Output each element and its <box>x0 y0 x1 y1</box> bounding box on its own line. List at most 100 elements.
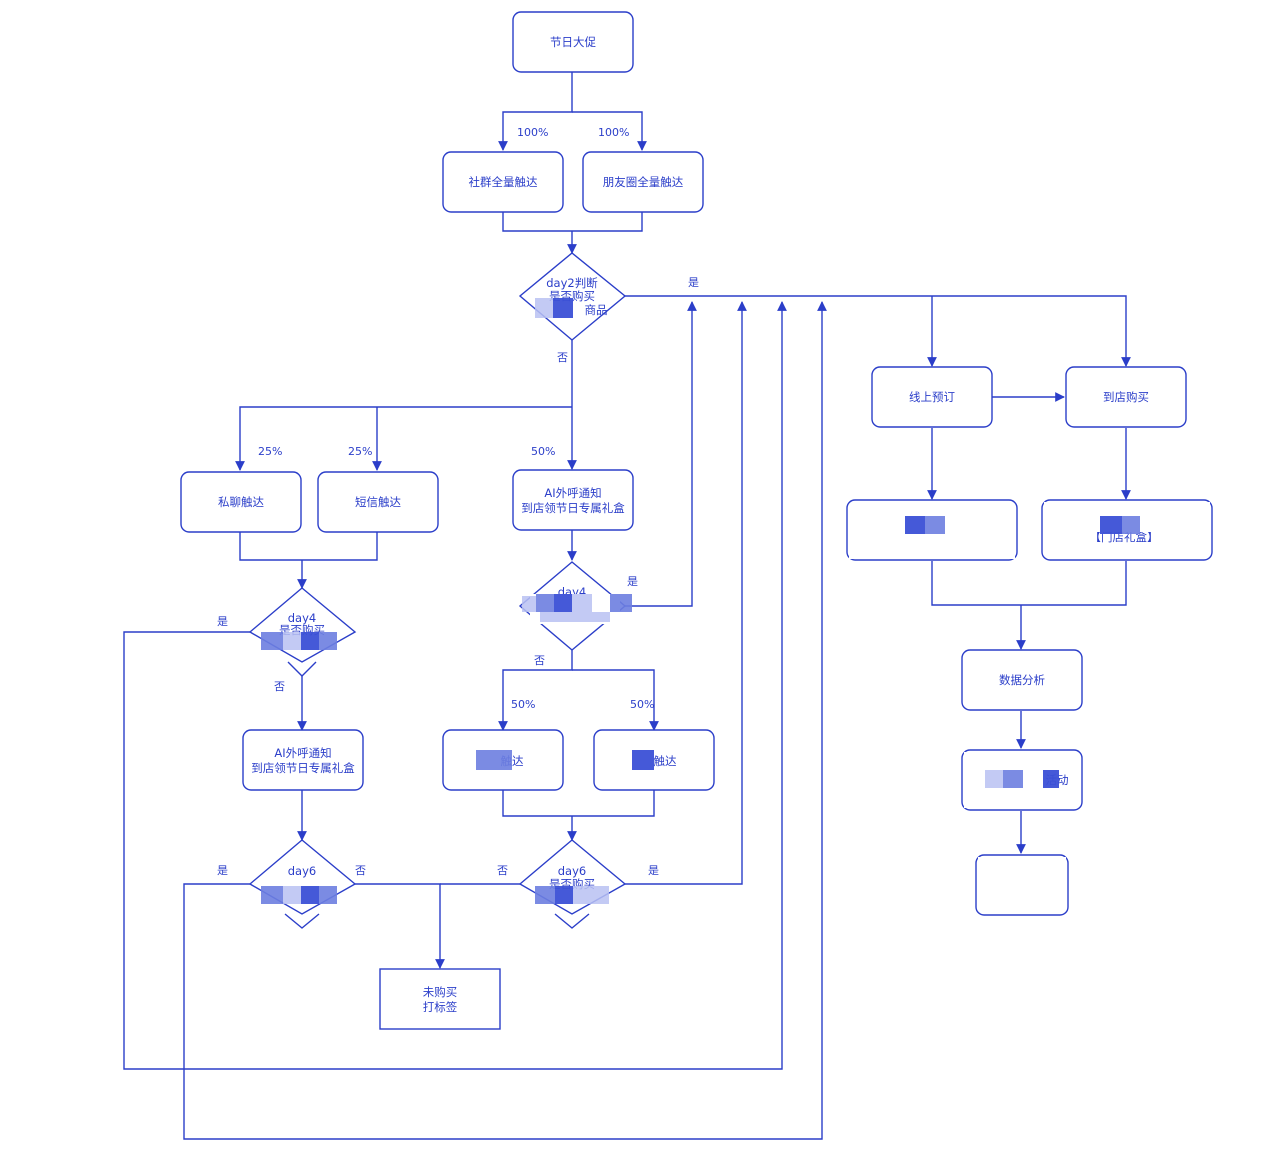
edge-d6mid-notch <box>554 913 590 929</box>
node-sms-box[interactable] <box>317 471 439 533</box>
edge-d4-yes <box>123 301 787 1070</box>
node-moments-reach-box[interactable] <box>582 151 704 213</box>
edge-label-100-right: 100% <box>598 126 629 139</box>
redaction-activity-c <box>1043 770 1059 788</box>
node-moments-reach-label: 朋友圈全量触达 <box>603 175 684 189</box>
redaction-d6mid-b <box>555 886 573 904</box>
edge-label-dmid-yes: 是 <box>627 575 638 588</box>
redaction-result-right-b <box>1122 516 1140 534</box>
pixelated-redactions <box>261 298 1210 904</box>
edge-label-d6mid-yes: 是 <box>648 864 659 877</box>
node-start-box[interactable] <box>512 11 634 73</box>
edge-label-25-right: 25% <box>348 445 372 458</box>
redaction-d2-b <box>553 298 573 318</box>
node-d6left-label: day6 <box>288 864 316 878</box>
node-online-booking-label: 线上预订 <box>909 390 955 404</box>
edge-d6left-no <box>355 883 445 969</box>
redaction-dmid-f <box>540 612 610 622</box>
redaction-result-left-a <box>905 516 925 534</box>
edge-private-sms-merge <box>239 532 378 561</box>
edge-label-50-right: 50% <box>630 698 654 711</box>
edge-label-d6left-yes: 是 <box>217 864 228 877</box>
redaction-dmid-a <box>522 596 536 612</box>
flow-edges <box>123 72 1131 1140</box>
redaction-d4-d <box>319 632 337 650</box>
edge-community-merge <box>502 212 643 232</box>
edge-label-d6left-no: 否 <box>355 864 366 877</box>
redaction-d6left-d <box>319 886 337 904</box>
redaction-final-w <box>978 857 1066 897</box>
redaction-d6left-b <box>283 886 301 904</box>
node-d4-label-line1: day4 <box>288 611 316 625</box>
node-ai-call-left-line2: 到店领节日专属礼盒 <box>251 761 355 775</box>
node-ai-call-left-box[interactable] <box>242 729 364 791</box>
edge-no-to-private <box>235 406 572 471</box>
redaction-dmid-d <box>572 594 592 612</box>
node-not-bought-line1: 未购买 <box>423 985 458 999</box>
redaction-dmid-b <box>536 594 554 612</box>
node-ai-call-mid-line2: 到店领节日专属礼盒 <box>521 501 625 515</box>
edge-d6mid-yes <box>625 301 747 885</box>
node-not-bought-box[interactable] <box>379 968 501 1030</box>
redaction-reach-b <box>632 750 654 770</box>
node-not-bought-line2: 打标签 <box>423 1000 458 1014</box>
node-d6mid-label-line1: day6 <box>558 864 586 878</box>
node-store-purchase-box[interactable] <box>1065 366 1187 428</box>
edge-label-dmid-no: 否 <box>534 654 545 667</box>
redaction-d2-a <box>535 298 553 318</box>
redaction-activity-a <box>985 770 1003 788</box>
redaction-d6mid-c <box>573 886 609 904</box>
redaction-d4-b <box>283 632 301 650</box>
node-reach-b-label: 触达 <box>654 754 677 768</box>
redaction-d6mid-a <box>535 886 555 904</box>
node-d2-label-line3: 商品 <box>585 303 608 317</box>
node-community-reach-label: 社群全量触达 <box>469 175 538 189</box>
edge-label-25-left: 25% <box>258 445 282 458</box>
edge-label-d2-yes: 是 <box>688 276 699 289</box>
edge-label-d6mid-no: 否 <box>497 864 508 877</box>
node-data-analysis-box[interactable] <box>961 649 1083 711</box>
node-sms-label: 短信触达 <box>355 495 401 509</box>
node-start-label: 节日大促 <box>550 35 596 49</box>
edge-d4-no-notch <box>287 661 317 677</box>
redaction-d6left-c <box>301 886 319 904</box>
node-online-booking-box[interactable] <box>871 366 993 428</box>
redaction-activity-b <box>1003 770 1023 788</box>
edge-d6left-yes <box>183 301 827 1140</box>
edge-reach-merge <box>502 790 655 817</box>
redaction-dmid-c <box>554 594 572 612</box>
edge-label-d4-yes: 是 <box>217 615 228 628</box>
edge-label-50-mid: 50% <box>531 445 555 458</box>
node-ai-call-left-line1: AI外呼通知 <box>274 746 331 760</box>
edge-d6left-notch <box>284 913 320 929</box>
edge-label-50-left: 50% <box>511 698 535 711</box>
redaction-d4-c <box>301 632 319 650</box>
node-d2-diamond[interactable] <box>518 252 627 341</box>
redaction-result-right-a <box>1100 516 1122 534</box>
node-store-purchase-label: 到店购买 <box>1103 390 1149 404</box>
edge-start-to-community <box>498 72 573 151</box>
node-community-reach-box[interactable] <box>442 151 564 213</box>
edge-dmid-no <box>498 650 573 731</box>
edge-results-merge <box>931 561 1127 606</box>
edge-labels: 100% 100% 25% 25% 50% 50% 50% 是 否 是 否 是 … <box>217 126 699 877</box>
redaction-d4-a <box>261 632 283 650</box>
redaction-result-left-b <box>925 516 945 534</box>
edge-label-d2-no: 否 <box>557 351 568 364</box>
redaction-dmid-e <box>610 594 632 612</box>
edge-start-to-moments <box>572 111 647 151</box>
node-private-chat-label: 私聊触达 <box>218 495 264 509</box>
edge-label-100-left: 100% <box>517 126 548 139</box>
node-ai-call-mid-box[interactable] <box>512 469 634 531</box>
edge-label-d4-no: 否 <box>274 680 285 693</box>
node-d2-label-line1: day2判断 <box>546 276 598 290</box>
node-data-analysis-label: 数据分析 <box>999 673 1045 687</box>
edge-dmid-yes <box>625 301 697 607</box>
redaction-d6left-a <box>261 886 283 904</box>
node-private-chat-box[interactable] <box>180 471 302 533</box>
node-ai-call-mid-line1: AI外呼通知 <box>544 486 601 500</box>
redaction-result-left-w <box>849 537 1015 559</box>
edge-dmid-no-right <box>572 669 659 731</box>
edge-d2-yes <box>625 295 1131 367</box>
